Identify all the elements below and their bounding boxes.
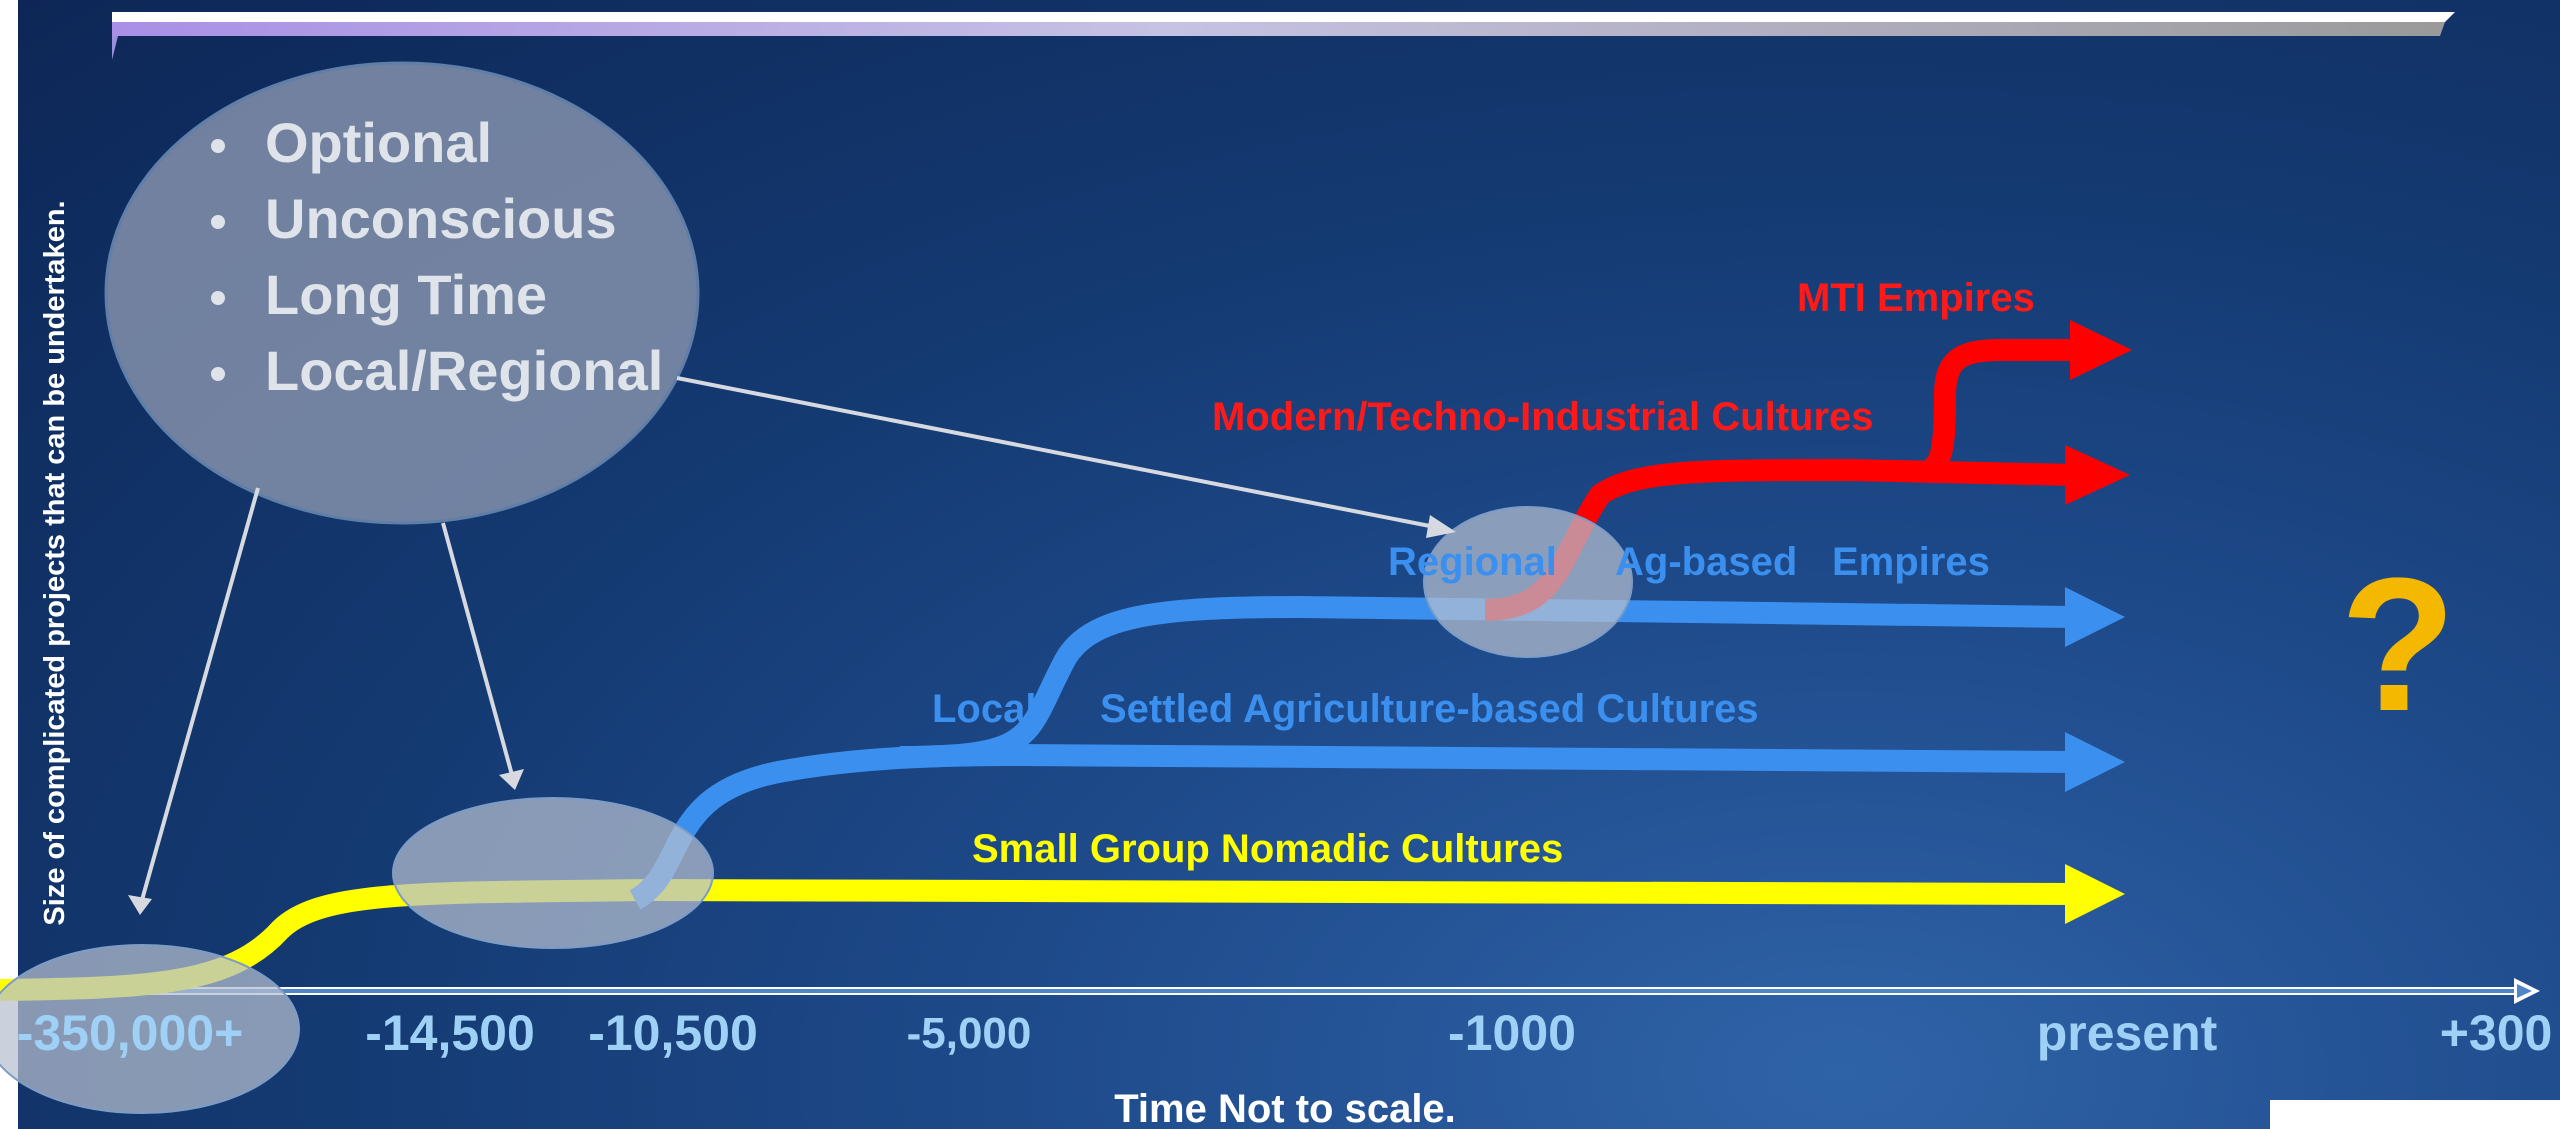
mti-label: MTI Empires xyxy=(1797,276,2035,320)
local-label: Local xyxy=(932,687,1036,731)
origin-bubble xyxy=(0,944,300,1114)
x-tick-label: -14,500 xyxy=(365,1005,535,1061)
bullet-icon xyxy=(211,291,225,305)
bullet-icon xyxy=(211,215,225,229)
empire-stream xyxy=(899,587,2125,768)
x-tick-label: -1000 xyxy=(1448,1005,1576,1061)
logo-corner xyxy=(2270,1100,2560,1129)
modern-label: Modern/Techno-Industrial Cultures xyxy=(1212,395,1874,439)
future-question-mark: ? xyxy=(2340,539,2456,751)
regional-label: Regional xyxy=(1388,540,1557,584)
trait-item: Long Time xyxy=(265,263,547,326)
nomadic-stream xyxy=(0,864,2125,1001)
slide-left-edge xyxy=(0,0,18,1129)
x-tick-label: present xyxy=(2037,1005,2218,1061)
x-axis-caption: Time Not to scale. xyxy=(1114,1087,1456,1129)
settled-label: Settled Agriculture-based Cultures xyxy=(1100,687,1759,731)
bullet-icon xyxy=(211,367,225,381)
traits-list: Optional Unconscious Long Time Local/Reg… xyxy=(211,111,663,402)
trait-item: Local/Regional xyxy=(265,339,663,402)
settled-stream xyxy=(629,732,2125,910)
traits-bubble xyxy=(104,61,700,525)
regional-bubble xyxy=(1423,506,1633,658)
x-tick-labels: -350,000+ -14,500 -10,500 -5,000 -1000 p… xyxy=(17,1005,2553,1061)
trait-item: Unconscious xyxy=(265,187,617,250)
ag-based-label: Ag-based xyxy=(1615,540,1797,584)
x-axis-arrow xyxy=(0,978,2540,1004)
nomadic-label: Small Group Nomadic Cultures xyxy=(972,827,1563,871)
transition-bubble xyxy=(392,797,714,949)
title-banner xyxy=(112,12,2455,60)
y-axis-label: Size of complicated projects that can be… xyxy=(39,200,71,925)
x-tick-label: -5,000 xyxy=(907,1009,1032,1058)
x-tick-label: +300 xyxy=(2440,1005,2553,1061)
empires-label: Empires xyxy=(1832,540,1990,584)
x-tick-label: -10,500 xyxy=(588,1005,758,1061)
connector-arrows xyxy=(128,376,1456,915)
x-tick-label: -350,000+ xyxy=(17,1005,244,1061)
trait-item: Optional xyxy=(265,111,492,174)
bullet-icon xyxy=(211,139,225,153)
